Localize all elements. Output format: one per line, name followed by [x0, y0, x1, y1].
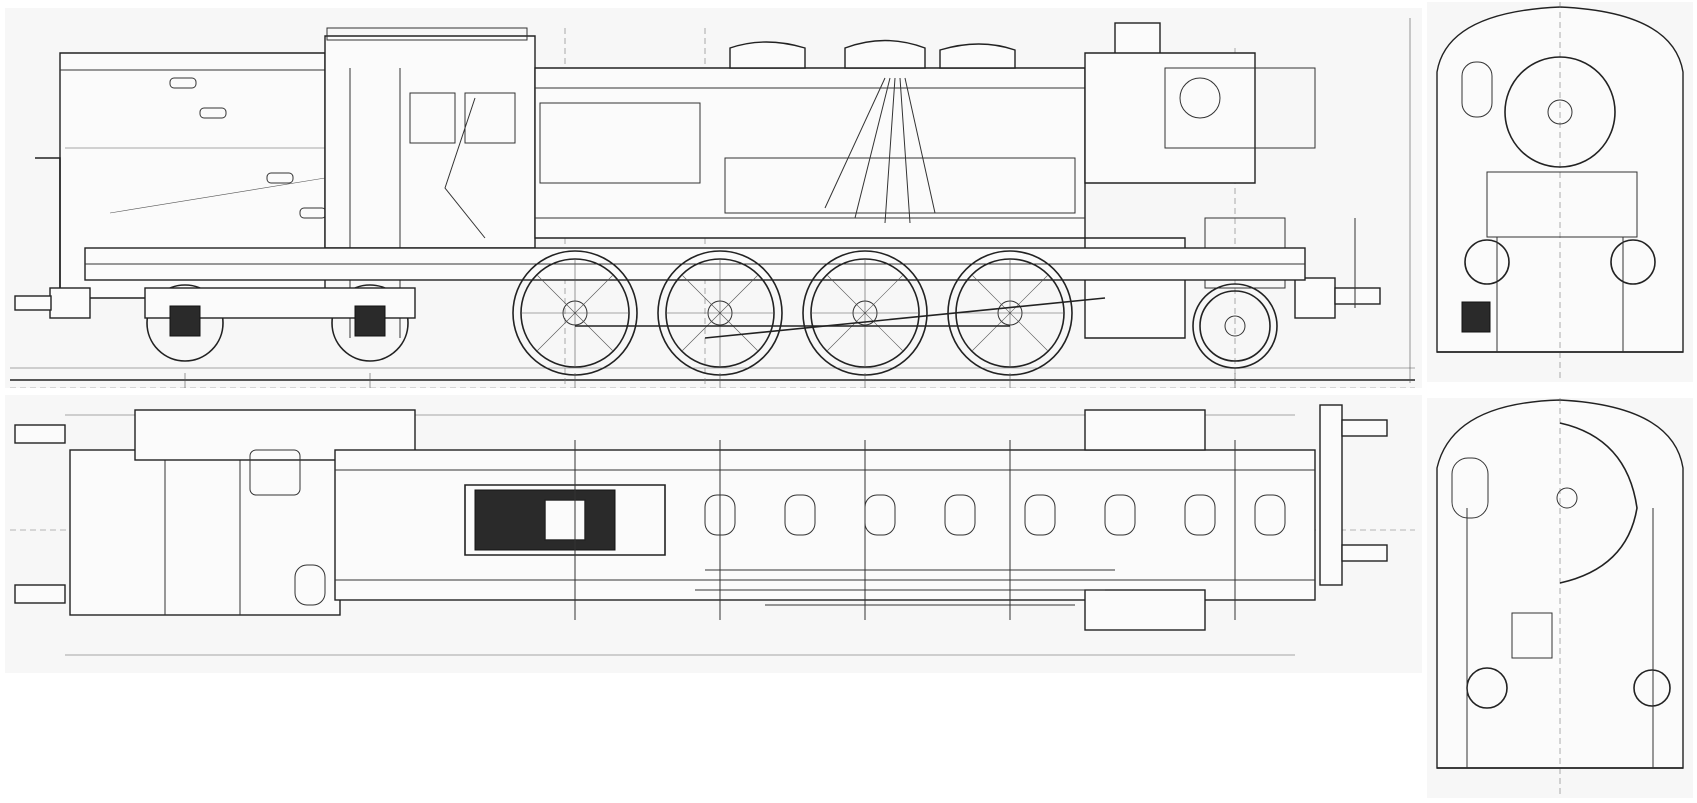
front-buffer-beam — [1294, 277, 1336, 319]
front-buffer-plan-top — [1341, 419, 1388, 437]
rear-view-drawing — [1436, 398, 1684, 798]
sand-dome — [844, 39, 926, 69]
front-view-drawing — [1436, 2, 1684, 382]
rear-buffer-plan-top — [14, 424, 66, 444]
front-buffer — [1334, 287, 1381, 305]
rear-bogie — [144, 284, 416, 362]
steam-dome — [729, 41, 806, 69]
rear-view-panel — [1427, 398, 1693, 798]
side-elevation-panel — [5, 8, 1422, 388]
boiler-face — [1504, 56, 1616, 168]
cylinder-plan-top — [1084, 409, 1206, 451]
cab — [324, 35, 536, 249]
rear-buffer — [14, 295, 52, 311]
rear-buffer-plan-bottom — [14, 584, 66, 604]
side-elevation-drawing — [10, 18, 1415, 388]
rear-buffer-beam — [49, 287, 91, 319]
front-buffer-beam-plan — [1319, 404, 1343, 586]
plan-view-drawing — [10, 404, 1415, 656]
front-cab-outline — [1436, 6, 1684, 353]
front-buffer-plan-bottom — [1341, 544, 1388, 562]
front-view-panel — [1427, 2, 1693, 382]
leading-wheel — [1192, 283, 1278, 369]
plan-view-panel — [5, 395, 1422, 673]
top-feed — [939, 43, 1016, 69]
cylinder-plan-bottom — [1084, 589, 1206, 631]
smokebox — [1084, 52, 1256, 184]
